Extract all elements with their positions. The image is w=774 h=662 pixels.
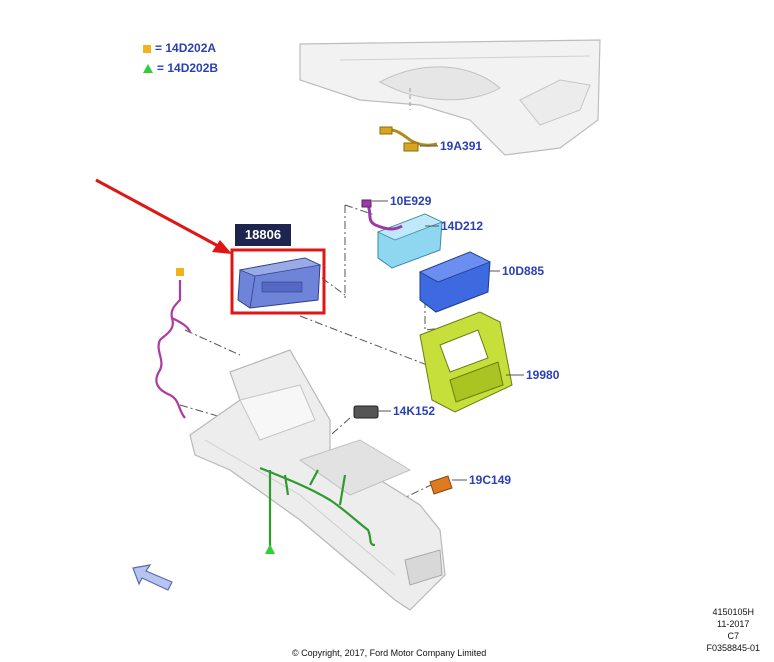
square-marker-left (176, 268, 184, 276)
highlight-frame (230, 248, 326, 315)
callout-10D885[interactable]: 10D885 (502, 264, 545, 278)
connector-19C149-drawing (429, 475, 453, 495)
square-icon (143, 44, 151, 53)
module-14D212-drawing (376, 213, 444, 269)
view-direction-arrow (132, 564, 173, 591)
legend-item-triangle: = 14D202B (143, 61, 218, 75)
overhead-harness-19A391 (379, 126, 438, 152)
drawing-code-line: 4150105H (712, 607, 754, 617)
callout-14K152[interactable]: 14K152 (393, 404, 436, 418)
switch-14K152-drawing (353, 405, 379, 419)
callout-19C149[interactable]: 19C149 (469, 473, 512, 487)
cable-10E929 (366, 204, 403, 231)
bezel-19980-drawing (419, 311, 513, 413)
roof-headliner (299, 39, 601, 156)
drawing-code-line: C7 (727, 631, 739, 641)
center-console-drawing (189, 349, 446, 611)
triangle-marker (265, 544, 275, 554)
copyright-notice: © Copyright, 2017, Ford Motor Company Li… (292, 648, 487, 658)
callout-14D212[interactable]: 14D212 (441, 219, 484, 233)
callout-19980[interactable]: 19980 (526, 368, 560, 382)
triangle-icon (143, 64, 153, 74)
highlighted-part-number[interactable]: 18806 (235, 224, 291, 246)
drawing-code-line: 11-2017 (717, 619, 750, 629)
callout-10E929[interactable]: 10E929 (390, 194, 432, 208)
drawing-codes: 4150105H 11-2017 C7 F0358845-01 (706, 606, 760, 654)
module-10D885-drawing (419, 251, 491, 313)
callout-19A391[interactable]: 19A391 (440, 139, 483, 153)
console-harness-green (259, 466, 376, 548)
legend-square-text: = 14D202A (155, 41, 217, 55)
drawing-code-line: F0358845-01 (706, 643, 760, 653)
legend-item-square: = 14D202A (143, 41, 216, 55)
module-18806-drawing (237, 257, 322, 309)
legend-triangle-text: = 14D202B (157, 61, 219, 75)
left-harness-purple (155, 280, 192, 419)
red-pointer-arrow (95, 178, 232, 254)
